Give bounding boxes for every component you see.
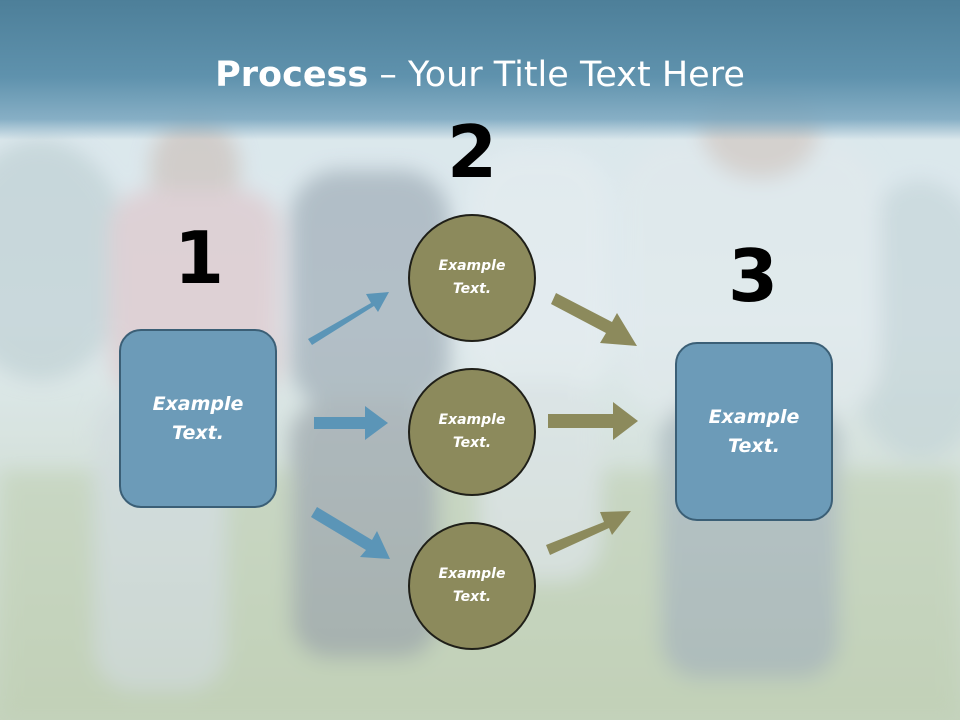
process-circle-top: Example Text. [408,214,536,342]
right-box-text: Example Text. [708,405,800,457]
olive-arrow-right [548,402,638,440]
left-box-text: Example Text. [152,392,244,444]
right-process-box: Example Text. [675,342,833,521]
blue-arrow-up [308,292,389,345]
title-bold: Process [215,55,369,95]
step-number-3: 3 [727,234,779,318]
circle-top-text: Example Text. [438,258,506,297]
title-rest: – Your Title Text Here [368,55,745,95]
slide-title: Process – Your Title Text Here [0,52,960,98]
step-number-1: 1 [173,216,225,300]
olive-arrow-up [546,511,631,555]
header-band [0,0,960,140]
olive-arrow-down [551,293,637,346]
circle-bottom-text: Example Text. [438,566,506,605]
left-process-box: Example Text. [119,329,277,508]
process-circle-bottom: Example Text. [408,522,536,650]
blue-arrow-down [311,507,390,559]
step-number-2: 2 [446,110,498,194]
process-circle-middle: Example Text. [408,368,536,496]
circle-middle-text: Example Text. [438,412,506,451]
blue-arrow-right [314,406,388,440]
